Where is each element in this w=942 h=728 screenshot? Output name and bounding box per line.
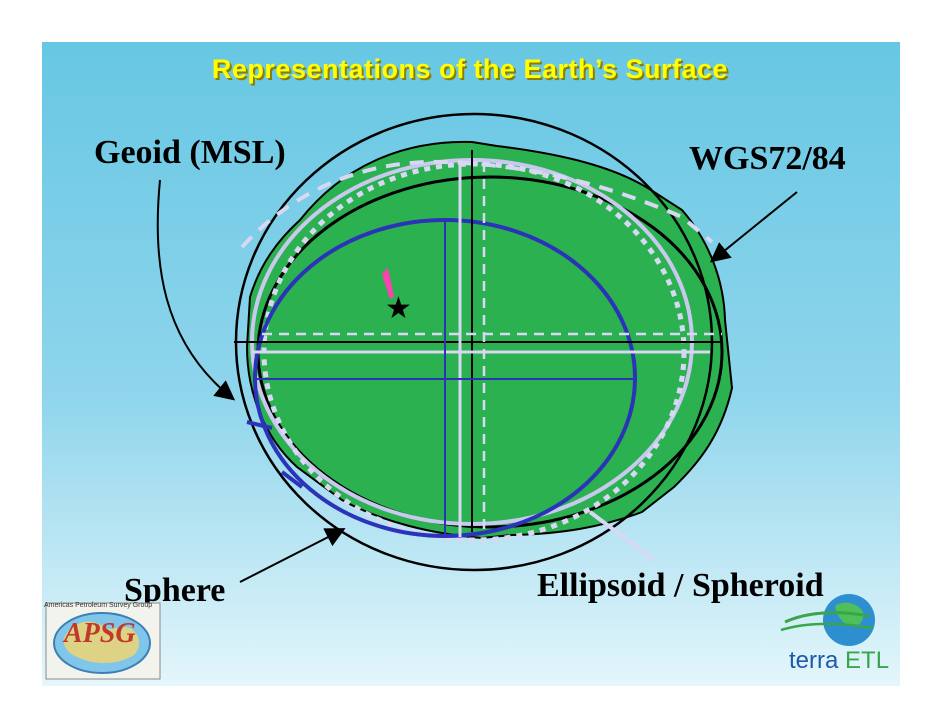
wgs-arrow [713, 192, 797, 260]
apsg-wordmark: APSG [64, 618, 136, 650]
etl-word: ETL [845, 647, 889, 674]
star-icon: ★ [385, 291, 412, 326]
terra-wordmark: terra ETL [789, 647, 889, 675]
geoid-label: Geoid (MSL) [94, 134, 286, 172]
apsg-caption: Americas Petroleum Survey Group [44, 602, 152, 609]
wgs-label: WGS72/84 [689, 140, 846, 178]
sphere-arrow [240, 530, 342, 582]
slide: Representations of the Earth’s Surface [42, 42, 900, 686]
terra-word: terra [789, 647, 838, 674]
geoid-arrow [158, 180, 232, 398]
